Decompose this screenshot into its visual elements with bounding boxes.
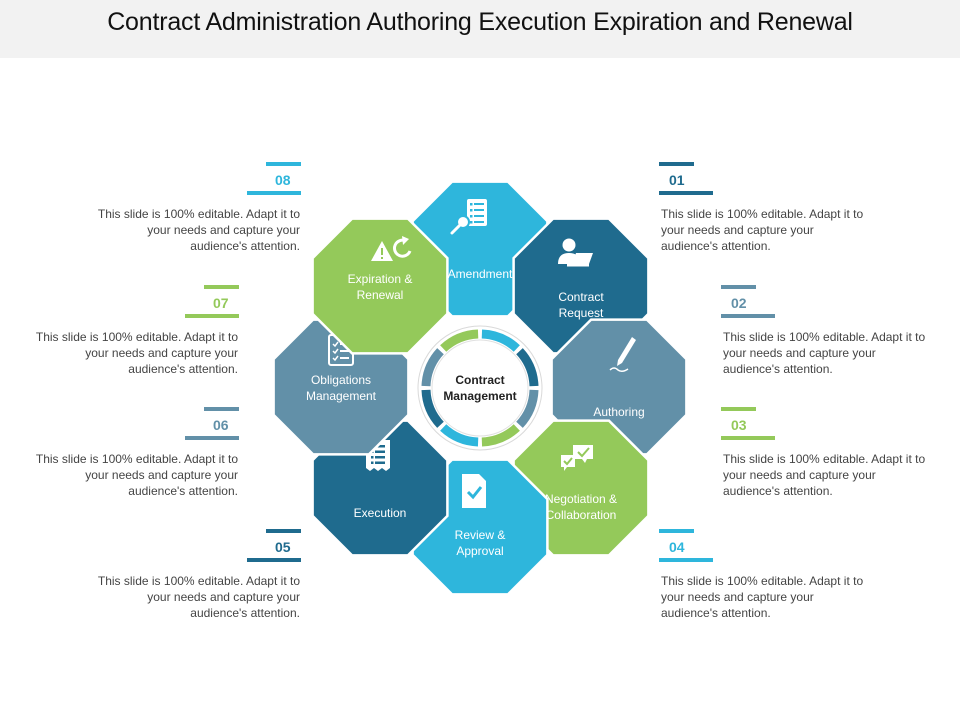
marker-bar-top bbox=[204, 407, 239, 411]
marker-bar-top bbox=[659, 162, 694, 166]
center-label-line1: Contract bbox=[455, 373, 504, 387]
marker-bar-top bbox=[266, 529, 301, 533]
item-number-07: 07 bbox=[185, 285, 239, 319]
marker-number: 06 bbox=[213, 417, 229, 433]
pen-icon bbox=[609, 337, 636, 373]
marker-bar-bottom bbox=[247, 191, 301, 195]
segment-label-execution: Execution bbox=[354, 506, 407, 520]
marker-bar-bottom bbox=[721, 436, 775, 440]
segment-label2-negotiation: Collaboration bbox=[546, 508, 617, 522]
item-desc-02: This slide is 100% editable. Adapt it to… bbox=[723, 330, 926, 376]
segment-label-authoring: Authoring bbox=[593, 405, 644, 419]
item-desc-03: This slide is 100% editable. Adapt it to… bbox=[723, 452, 926, 498]
segment-label2-obligations: Management bbox=[306, 389, 377, 403]
item-desc-06: This slide is 100% editable. Adapt it to… bbox=[35, 452, 238, 498]
ring-arc-negotiation bbox=[481, 424, 520, 447]
segment-label-obligations: Obligations bbox=[311, 373, 371, 387]
chat-check-icon bbox=[561, 445, 593, 471]
ring-arc-execution bbox=[421, 389, 444, 428]
item-number-04: 04 bbox=[659, 529, 713, 563]
segment-label-review: Review & bbox=[455, 528, 506, 542]
item-desc-01: This slide is 100% editable. Adapt it to… bbox=[661, 207, 864, 253]
marker-bar-bottom bbox=[185, 436, 239, 440]
ring-arc-obligations bbox=[421, 348, 444, 387]
segment-label-expiration: Expiration & bbox=[348, 272, 413, 286]
segment-label2-review: Approval bbox=[456, 544, 503, 558]
item-number-02: 02 bbox=[721, 285, 775, 319]
item-number-05: 05 bbox=[247, 529, 301, 563]
marker-bar-bottom bbox=[185, 314, 239, 318]
marker-number: 04 bbox=[669, 539, 685, 555]
page-title: Contract Administration Authoring Execut… bbox=[107, 8, 853, 36]
title-bar bbox=[0, 0, 960, 58]
marker-bar-top bbox=[721, 407, 756, 411]
marker-bar-bottom bbox=[721, 314, 775, 318]
ring-arc-review bbox=[440, 424, 479, 447]
segment-expiration: Expiration & Renewal bbox=[311, 217, 449, 355]
segment-label-negotiation: Negotiation & bbox=[545, 492, 617, 506]
item-desc-04: This slide is 100% editable. Adapt it to… bbox=[661, 574, 864, 620]
warning-refresh-icon bbox=[371, 236, 412, 261]
marker-bar-bottom bbox=[659, 191, 713, 195]
marker-bar-top bbox=[721, 285, 756, 289]
octagon-expiration bbox=[311, 217, 449, 355]
item-number-01: 01 bbox=[659, 162, 713, 196]
center-label-line2: Management bbox=[443, 389, 516, 403]
item-number-03: 03 bbox=[721, 407, 775, 441]
segment-label2-expiration: Renewal bbox=[357, 288, 404, 302]
marker-number: 03 bbox=[731, 417, 747, 433]
user-laptop-icon bbox=[558, 238, 593, 267]
segment-label-contract-request: Contract bbox=[558, 290, 604, 304]
ring-arc-authoring bbox=[516, 389, 539, 428]
segment-label-amendment: Amendment bbox=[448, 267, 513, 281]
marker-bar-bottom bbox=[659, 558, 713, 562]
marker-number: 07 bbox=[213, 295, 229, 311]
marker-bar-top bbox=[204, 285, 239, 289]
item-number-08: 08 bbox=[247, 162, 301, 196]
item-desc-05: This slide is 100% editable. Adapt it to… bbox=[97, 574, 300, 620]
marker-number: 01 bbox=[669, 172, 685, 188]
item-desc-07: This slide is 100% editable. Adapt it to… bbox=[35, 330, 238, 376]
ring-arc-contract-request bbox=[516, 348, 539, 387]
checklist-magnifier-icon bbox=[450, 199, 487, 235]
marker-bar-top bbox=[659, 529, 694, 533]
marker-number: 05 bbox=[275, 539, 291, 555]
item-desc-08: This slide is 100% editable. Adapt it to… bbox=[97, 207, 300, 253]
segment-label2-contract-request: Request bbox=[559, 306, 604, 320]
marker-bar-top bbox=[266, 162, 301, 166]
document-check-icon bbox=[462, 474, 486, 508]
center-ring bbox=[417, 325, 543, 451]
marker-bar-bottom bbox=[247, 558, 301, 562]
ring-arc-expiration bbox=[440, 329, 479, 352]
item-number-06: 06 bbox=[185, 407, 239, 441]
ring-arc-amendment bbox=[481, 329, 520, 352]
marker-number: 02 bbox=[731, 295, 747, 311]
marker-number: 08 bbox=[275, 172, 291, 188]
